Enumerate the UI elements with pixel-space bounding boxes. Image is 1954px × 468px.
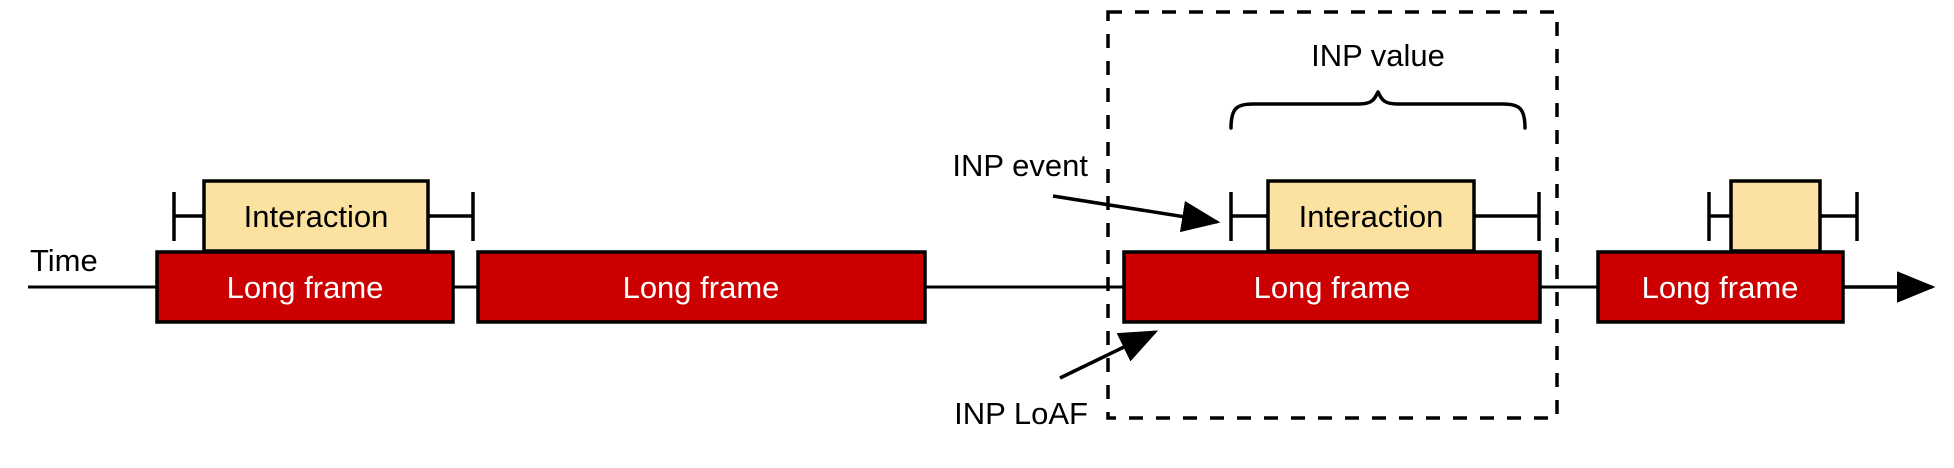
frame-3-long-frame[interactable]: Long frame [1122, 250, 1542, 324]
inp-event-label: INP event [952, 148, 1088, 183]
frame-1-interaction-box[interactable]: Interaction [202, 179, 430, 253]
frame-2-long-frame[interactable]: Long frame [476, 250, 927, 324]
inp-event-arrow [1052, 194, 1221, 233]
inp-value-brace [1229, 90, 1527, 130]
time-axis-label: Time [30, 243, 98, 278]
frame-3-interaction-whiskers [1229, 192, 1541, 241]
inp-region-dashed-box [1106, 10, 1559, 420]
frame-2-label: Long frame [623, 270, 780, 305]
frame-3-interaction-label: Interaction [1299, 199, 1444, 234]
frame-3-label: Long frame [1254, 270, 1411, 305]
frame-1-long-frame[interactable]: Long frame [155, 250, 455, 324]
inp-loaf-arrow [1059, 330, 1159, 380]
frame-1-interaction-whiskers [172, 192, 475, 241]
inp-value-label: INP value [1311, 38, 1445, 73]
frame-1-interaction-label: Interaction [244, 199, 389, 234]
frame-1-label: Long frame [227, 270, 384, 305]
frame-4-interaction-whiskers [1707, 192, 1859, 241]
inp-loaf-label: INP LoAF [954, 396, 1088, 431]
frame-4-label: Long frame [1642, 270, 1799, 305]
frame-4-interaction-box[interactable] [1729, 179, 1822, 253]
frame-3-interaction-box[interactable]: Interaction [1266, 179, 1476, 253]
frame-4-long-frame[interactable]: Long frame [1596, 250, 1845, 324]
